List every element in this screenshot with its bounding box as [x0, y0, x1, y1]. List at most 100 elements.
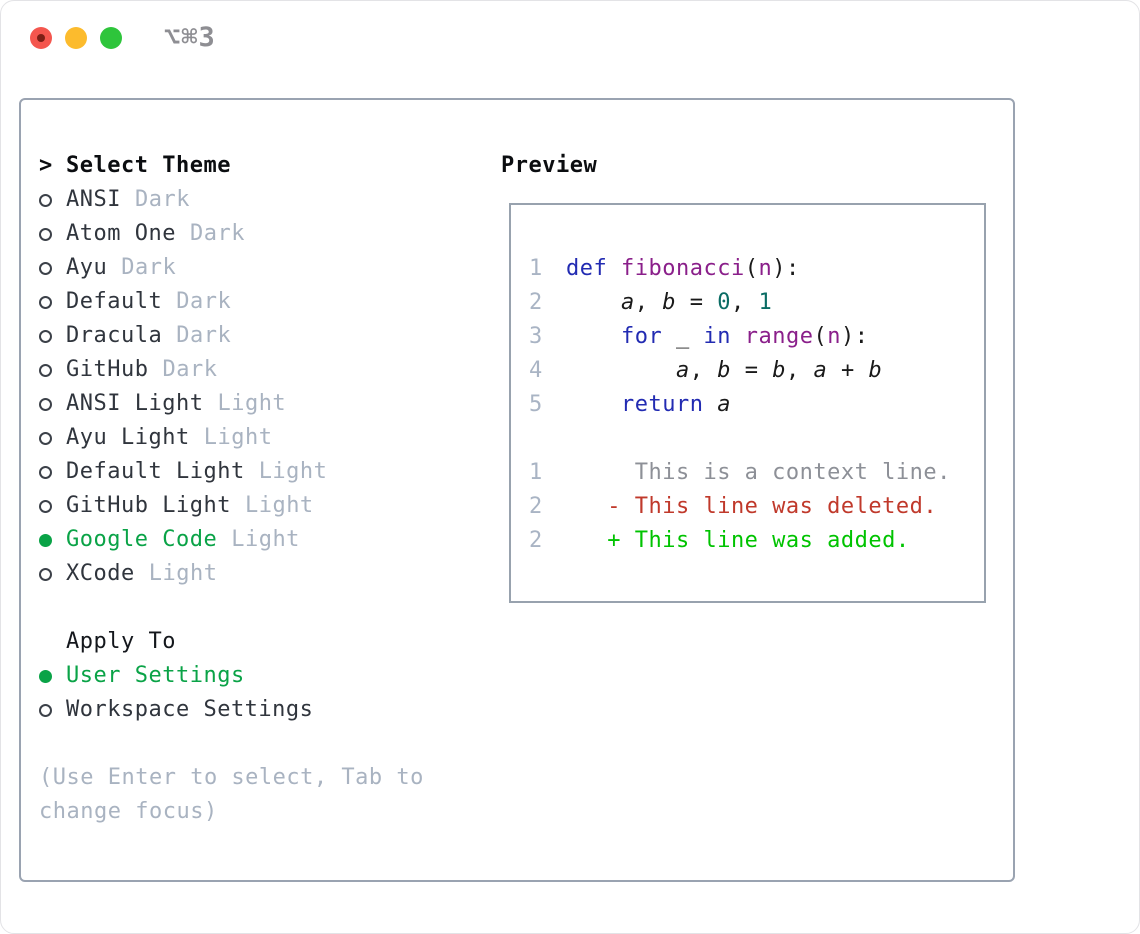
help-text: (Use Enter to select, Tab to change focu… [39, 765, 424, 824]
code-token-pln: ): [840, 324, 869, 349]
apply-option-user-settings[interactable]: User Settings [39, 659, 479, 693]
theme-item-ansi-light[interactable]: ANSI Light Light [39, 387, 479, 421]
code-token-pln [566, 324, 621, 349]
marker-cell [39, 295, 66, 309]
code-token-add: + This line was added. [566, 528, 910, 553]
theme-item-github[interactable]: GitHub Dark [39, 353, 479, 387]
radio-icon [39, 567, 52, 581]
marker-cell [39, 261, 66, 275]
radio-selected-icon [39, 533, 52, 547]
code-token-kw: in [703, 324, 731, 349]
code-token-pln: = [730, 358, 773, 383]
select-theme-header: > Select Theme [39, 149, 479, 183]
code-line [529, 422, 984, 456]
variant-label: Light [231, 527, 300, 552]
option-label: Default Light [66, 459, 245, 484]
code-token-pln [703, 392, 717, 417]
code-token-var: b [717, 358, 731, 383]
code-line: 3 for _ in range(n): [529, 320, 984, 354]
code-token-var: b [772, 358, 786, 383]
code-token-kw: return [620, 392, 704, 417]
variant-label: Dark [162, 357, 218, 382]
code-token-var: a [620, 290, 635, 315]
code-token-pln: _ [662, 324, 704, 349]
theme-item-google-code[interactable]: Google Code Light [39, 523, 479, 557]
option-label: ANSI [66, 187, 121, 212]
code-token-var: b [868, 358, 883, 383]
code-token-pln: ): [772, 256, 800, 281]
marker-cell [39, 567, 66, 581]
minimize-button[interactable] [65, 27, 87, 49]
line-number: 3 [529, 324, 543, 349]
option-label: GitHub Light [66, 493, 231, 518]
close-button[interactable] [30, 27, 52, 49]
marker-cell [39, 431, 66, 445]
spacer [39, 591, 479, 625]
marker-cell [39, 669, 66, 683]
code-token-lit: 1 [758, 290, 773, 315]
radio-icon [39, 261, 52, 275]
variant-label: Light [148, 561, 218, 586]
code-line: 4 a, b = b, a + b [529, 354, 984, 388]
radio-icon [39, 465, 52, 479]
marker-cell [39, 193, 66, 207]
apply-option-workspace-settings[interactable]: Workspace Settings [39, 693, 479, 727]
code-line: 2 a, b = 0, 1 [529, 286, 984, 320]
option-label: GitHub [66, 357, 149, 382]
code-token-ctx: This is a context line. [566, 460, 951, 485]
radio-icon [39, 329, 52, 343]
line-number: 2 [529, 290, 543, 315]
line-number: 4 [529, 358, 543, 383]
option-label: Google Code [66, 527, 218, 552]
option-label: Atom One [66, 221, 176, 246]
code-line: 2 + This line was added. [529, 524, 984, 558]
code-token-pln: ( [813, 324, 828, 349]
code-line: 1 This is a context line. [529, 456, 984, 490]
code-token-var: a [717, 392, 731, 417]
variant-label: Light [217, 391, 287, 416]
code-token-fn: fibonacci [621, 256, 745, 281]
code-token-var: a [813, 358, 828, 383]
preview-title: Preview [501, 153, 598, 178]
option-label: ANSI Light [66, 391, 204, 416]
code-token-pln: , [689, 358, 718, 383]
radio-icon [39, 397, 52, 411]
code-token-kw: for [620, 324, 663, 349]
code-token-var: b [662, 290, 676, 315]
code-token-pln: , [730, 290, 759, 315]
code-token-pln: + [827, 358, 869, 383]
marker-cell [39, 329, 66, 343]
code-token-pln: , [634, 290, 663, 315]
radio-icon [39, 431, 52, 445]
code-token-var: a [675, 358, 690, 383]
code-token-pln [607, 256, 621, 281]
variant-label: Light [203, 425, 273, 450]
code-token-fn: range [744, 324, 814, 349]
cursor-arrow-icon: > [39, 153, 53, 178]
code-token-pln [566, 392, 621, 417]
marker-cell [39, 703, 66, 717]
code-token-fn: n [758, 256, 773, 281]
apply-to-header: Apply To [39, 625, 479, 659]
marker-cell [39, 227, 66, 241]
marker-cell [39, 499, 66, 513]
spacer [39, 727, 479, 761]
option-label: Ayu [66, 255, 108, 280]
code-token-kw: def [566, 256, 608, 281]
code-token-pln [566, 290, 621, 315]
zoom-button[interactable] [100, 27, 122, 49]
